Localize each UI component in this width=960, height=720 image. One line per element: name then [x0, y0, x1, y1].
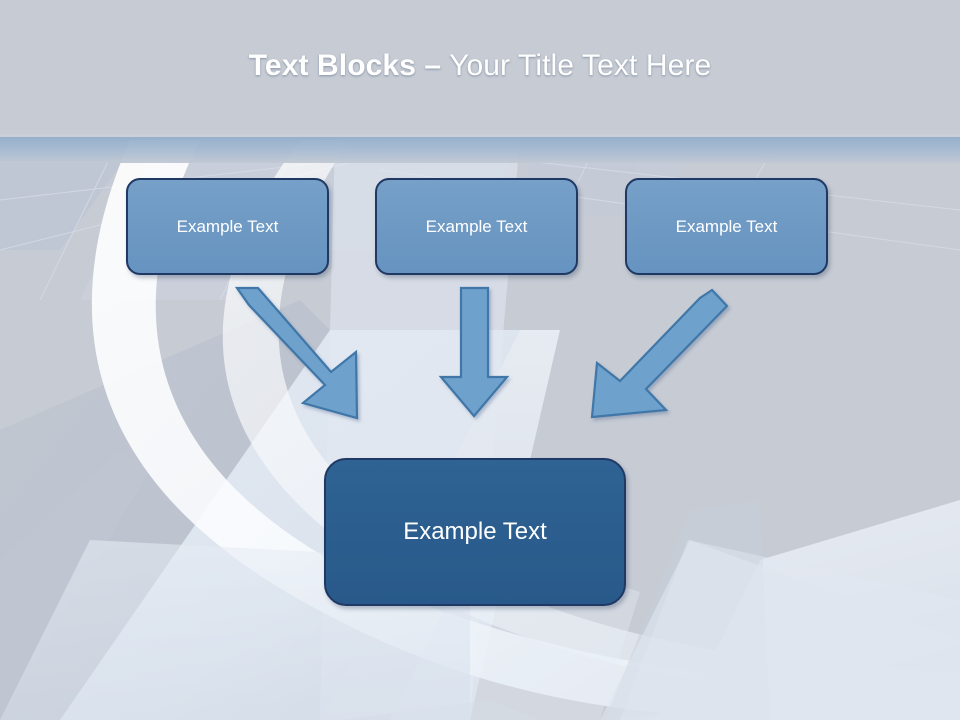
- flow-node-result[interactable]: Example Text: [324, 458, 626, 606]
- flow-node-3[interactable]: Example Text: [625, 178, 828, 275]
- arrow-right-icon: [590, 288, 729, 419]
- flow-node-1-label: Example Text: [176, 216, 279, 236]
- slide-header-band: Text Blocks – Your Title Text Here: [0, 0, 960, 137]
- arrow-left-icon: [234, 286, 359, 420]
- flow-node-3-label: Example Text: [675, 216, 778, 236]
- arrow-middle-icon: [438, 286, 510, 418]
- background-top-band: [0, 137, 960, 163]
- flow-node-result-label: Example Text: [403, 518, 547, 545]
- page-title: Text Blocks – Your Title Text Here: [0, 46, 960, 86]
- flow-node-1[interactable]: Example Text: [126, 178, 329, 275]
- flow-node-2[interactable]: Example Text: [375, 178, 578, 275]
- flow-node-2-label: Example Text: [425, 216, 528, 236]
- page-title-strong: Text Blocks –: [248, 49, 442, 82]
- page-title-light: Your Title Text Here: [449, 49, 712, 82]
